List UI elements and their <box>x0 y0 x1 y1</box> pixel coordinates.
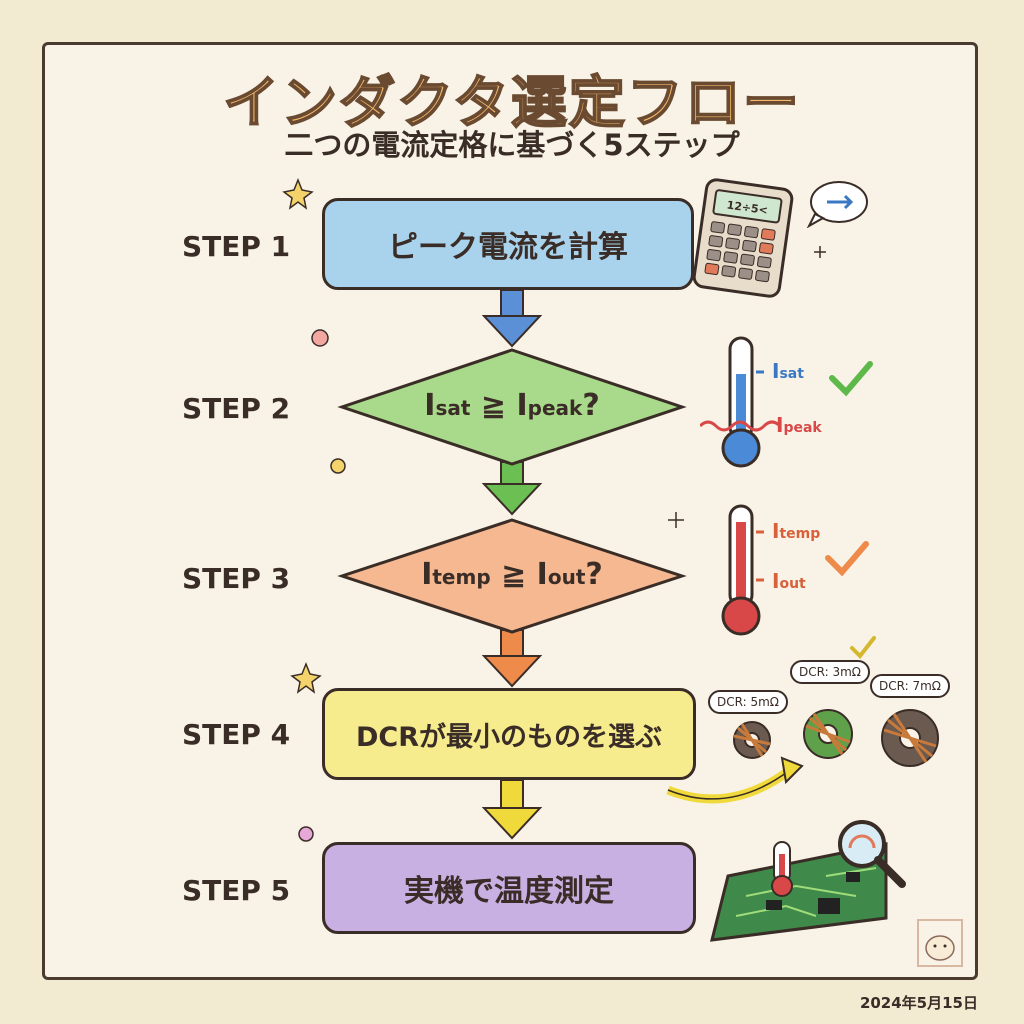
step2-i2: I <box>516 388 528 423</box>
arrow-2-3 <box>481 461 543 516</box>
page-subtitle: 二つの電流定格に基づく5ステップ <box>284 128 740 162</box>
svg-text:Isat: Isat <box>772 359 804 383</box>
step1-label: STEP 1 <box>182 230 291 263</box>
dcr-bubble-3: DCR: 7mΩ <box>870 674 950 698</box>
inductor-small <box>733 721 771 759</box>
step2-sub1: sat <box>435 396 471 420</box>
speech-arrow-icon <box>806 181 868 228</box>
step3-op: ≧ <box>490 557 537 592</box>
arrow-4-5 <box>481 779 543 840</box>
check-icon-green <box>829 361 873 397</box>
thermo1-bottom-i: I <box>776 413 783 437</box>
step4-label: STEP 4 <box>182 718 291 751</box>
mascot-stamp-icon <box>917 919 963 967</box>
date-stamp: 2024年5月15日 <box>859 994 978 1012</box>
step3-end: ? <box>585 557 603 592</box>
page-title: インダクタ選定フロー <box>222 70 801 137</box>
thermo1-bottom-sub: peak <box>783 420 822 436</box>
step3-sub1: temp <box>432 565 491 589</box>
arrow-3-4 <box>481 629 543 688</box>
step1-text: ピーク電流を計算 <box>388 230 628 265</box>
step3-label: STEP 3 <box>182 562 291 595</box>
step2-sub2: peak <box>527 396 583 420</box>
step2-condition: Isat ≧ Ipeak? <box>372 388 652 423</box>
step5-box: 実機で温度測定 <box>322 842 696 934</box>
step2-label: STEP 2 <box>182 392 291 425</box>
step3-i1: I <box>421 557 433 592</box>
thermo2-top-i: I <box>772 519 779 543</box>
svg-text:Iout: Iout <box>772 569 806 593</box>
step2-op: ≧ <box>470 388 517 423</box>
thermo1-top-sub: sat <box>779 366 804 382</box>
step2-i1: I <box>424 388 436 423</box>
inductor-large <box>881 709 939 767</box>
step3-sub2: out <box>547 565 586 589</box>
step3-condition: Itemp ≧ Iout? <box>372 557 652 592</box>
pcb-board-icon <box>710 820 906 942</box>
thermo2-bottom-i: I <box>772 569 779 593</box>
step4-text: DCRが最小のものを選ぶ <box>355 721 663 753</box>
thermometer-2-icon: Itemp Iout <box>721 504 869 636</box>
step2-end: ? <box>582 388 600 423</box>
arrow-1-2 <box>481 289 543 348</box>
thermo2-bottom-sub: out <box>779 576 806 592</box>
step3-i2: I <box>536 557 548 592</box>
thermo1-top-i: I <box>772 359 779 383</box>
svg-text:Itemp: Itemp <box>772 519 820 543</box>
check-icon-yellow <box>850 636 876 660</box>
step2-diamond <box>337 348 687 466</box>
calculator-display: 12÷5< <box>726 198 769 217</box>
step5-label: STEP 5 <box>182 874 291 907</box>
inductors-icon <box>733 636 939 767</box>
step5-text: 実機で温度測定 <box>404 874 614 909</box>
step4-box: DCRが最小のものを選ぶ <box>322 688 696 780</box>
thermo2-top-sub: temp <box>779 526 820 542</box>
step3-diamond <box>337 518 687 634</box>
svg-text:Ipeak: Ipeak <box>776 413 822 437</box>
step1-box: ピーク電流を計算 <box>322 198 694 290</box>
thermometer-1-icon: Isat Ipeak <box>700 336 873 468</box>
check-icon-orange <box>825 541 869 577</box>
dcr-bubble-2: DCR: 3mΩ <box>790 660 870 684</box>
calculator-icon: 12÷5< <box>692 178 794 298</box>
inductor-medium <box>803 709 853 759</box>
dcr-bubble-1: DCR: 5mΩ <box>708 690 788 714</box>
